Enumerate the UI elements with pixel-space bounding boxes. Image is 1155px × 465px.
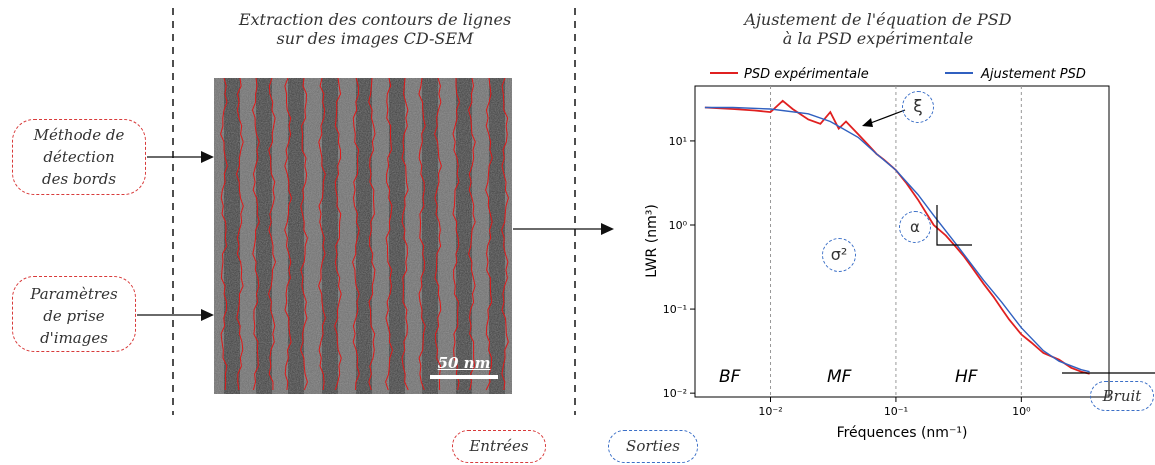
xi-arrow-line <box>867 109 906 125</box>
acquisition-params-input: Paramètres de prise d'images <box>12 276 136 352</box>
region-hf: HF <box>955 367 978 387</box>
cd-sem-image <box>214 78 512 394</box>
sem-edge-contour <box>318 78 326 391</box>
inputs-legend: Entrées <box>452 430 546 463</box>
extraction-title: Extraction des contours de lignes sur de… <box>238 10 512 48</box>
x-tick-label: 10⁻² <box>758 405 782 418</box>
legend-label-experimental: PSD expérimentale <box>744 67 869 82</box>
sem-edge-contour <box>385 78 394 391</box>
xi-arrow-head <box>862 118 873 127</box>
sem-edge-contour <box>501 78 509 391</box>
sem-edge-contour <box>352 78 360 391</box>
y-tick-label: 10⁰ <box>669 219 688 232</box>
x-tick-label: 10⁻¹ <box>884 405 908 418</box>
sem-edge-contour <box>485 78 493 391</box>
sem-edge-contour <box>434 78 442 391</box>
sigma-annotation: σ² <box>822 238 856 272</box>
x-axis-label: Fréquences (nm⁻¹) <box>837 425 968 441</box>
region-mf: MF <box>827 367 852 387</box>
slope-marker <box>936 205 972 246</box>
fit-title: Ajustement de l'équation de PSD à la PSD… <box>744 10 1012 48</box>
series-line-fit <box>704 106 1090 373</box>
edge-detection-input: Méthode de détection des bords <box>12 119 146 195</box>
y-tick-label: 10⁻² <box>663 387 687 400</box>
noise-output: Bruit <box>1090 381 1154 411</box>
sem-edge-contour <box>468 78 476 391</box>
sem-edge-contour <box>368 78 376 391</box>
y-axis-label: LWR (nm³) <box>644 204 660 278</box>
x-tick-label: 10⁰ <box>1012 405 1031 418</box>
sem-edge-contour <box>235 78 244 391</box>
sem-edge-contour <box>300 78 308 391</box>
sem-edge-contour <box>268 78 277 391</box>
sem-edge-contour <box>401 78 409 391</box>
sem-edge-contour <box>251 78 260 391</box>
sem-edge-contour <box>284 78 293 391</box>
alpha-annotation: α <box>899 211 931 243</box>
sem-edge-contour <box>452 78 460 391</box>
y-tick-label: 10¹ <box>669 135 687 148</box>
outputs-legend: Sorties <box>608 430 698 463</box>
legend-label-fit: Ajustement PSD <box>980 67 1086 82</box>
xi-annotation: ξ <box>902 91 934 123</box>
region-bf: BF <box>719 367 741 387</box>
series-line-experimental <box>704 99 1090 375</box>
sem-edge-contour <box>334 78 342 391</box>
sem-edge-contour <box>220 78 228 391</box>
sem-edge-contour <box>418 78 426 391</box>
scale-bar-label: 50 nm <box>437 354 491 372</box>
y-tick-label: 10⁻¹ <box>663 303 687 316</box>
